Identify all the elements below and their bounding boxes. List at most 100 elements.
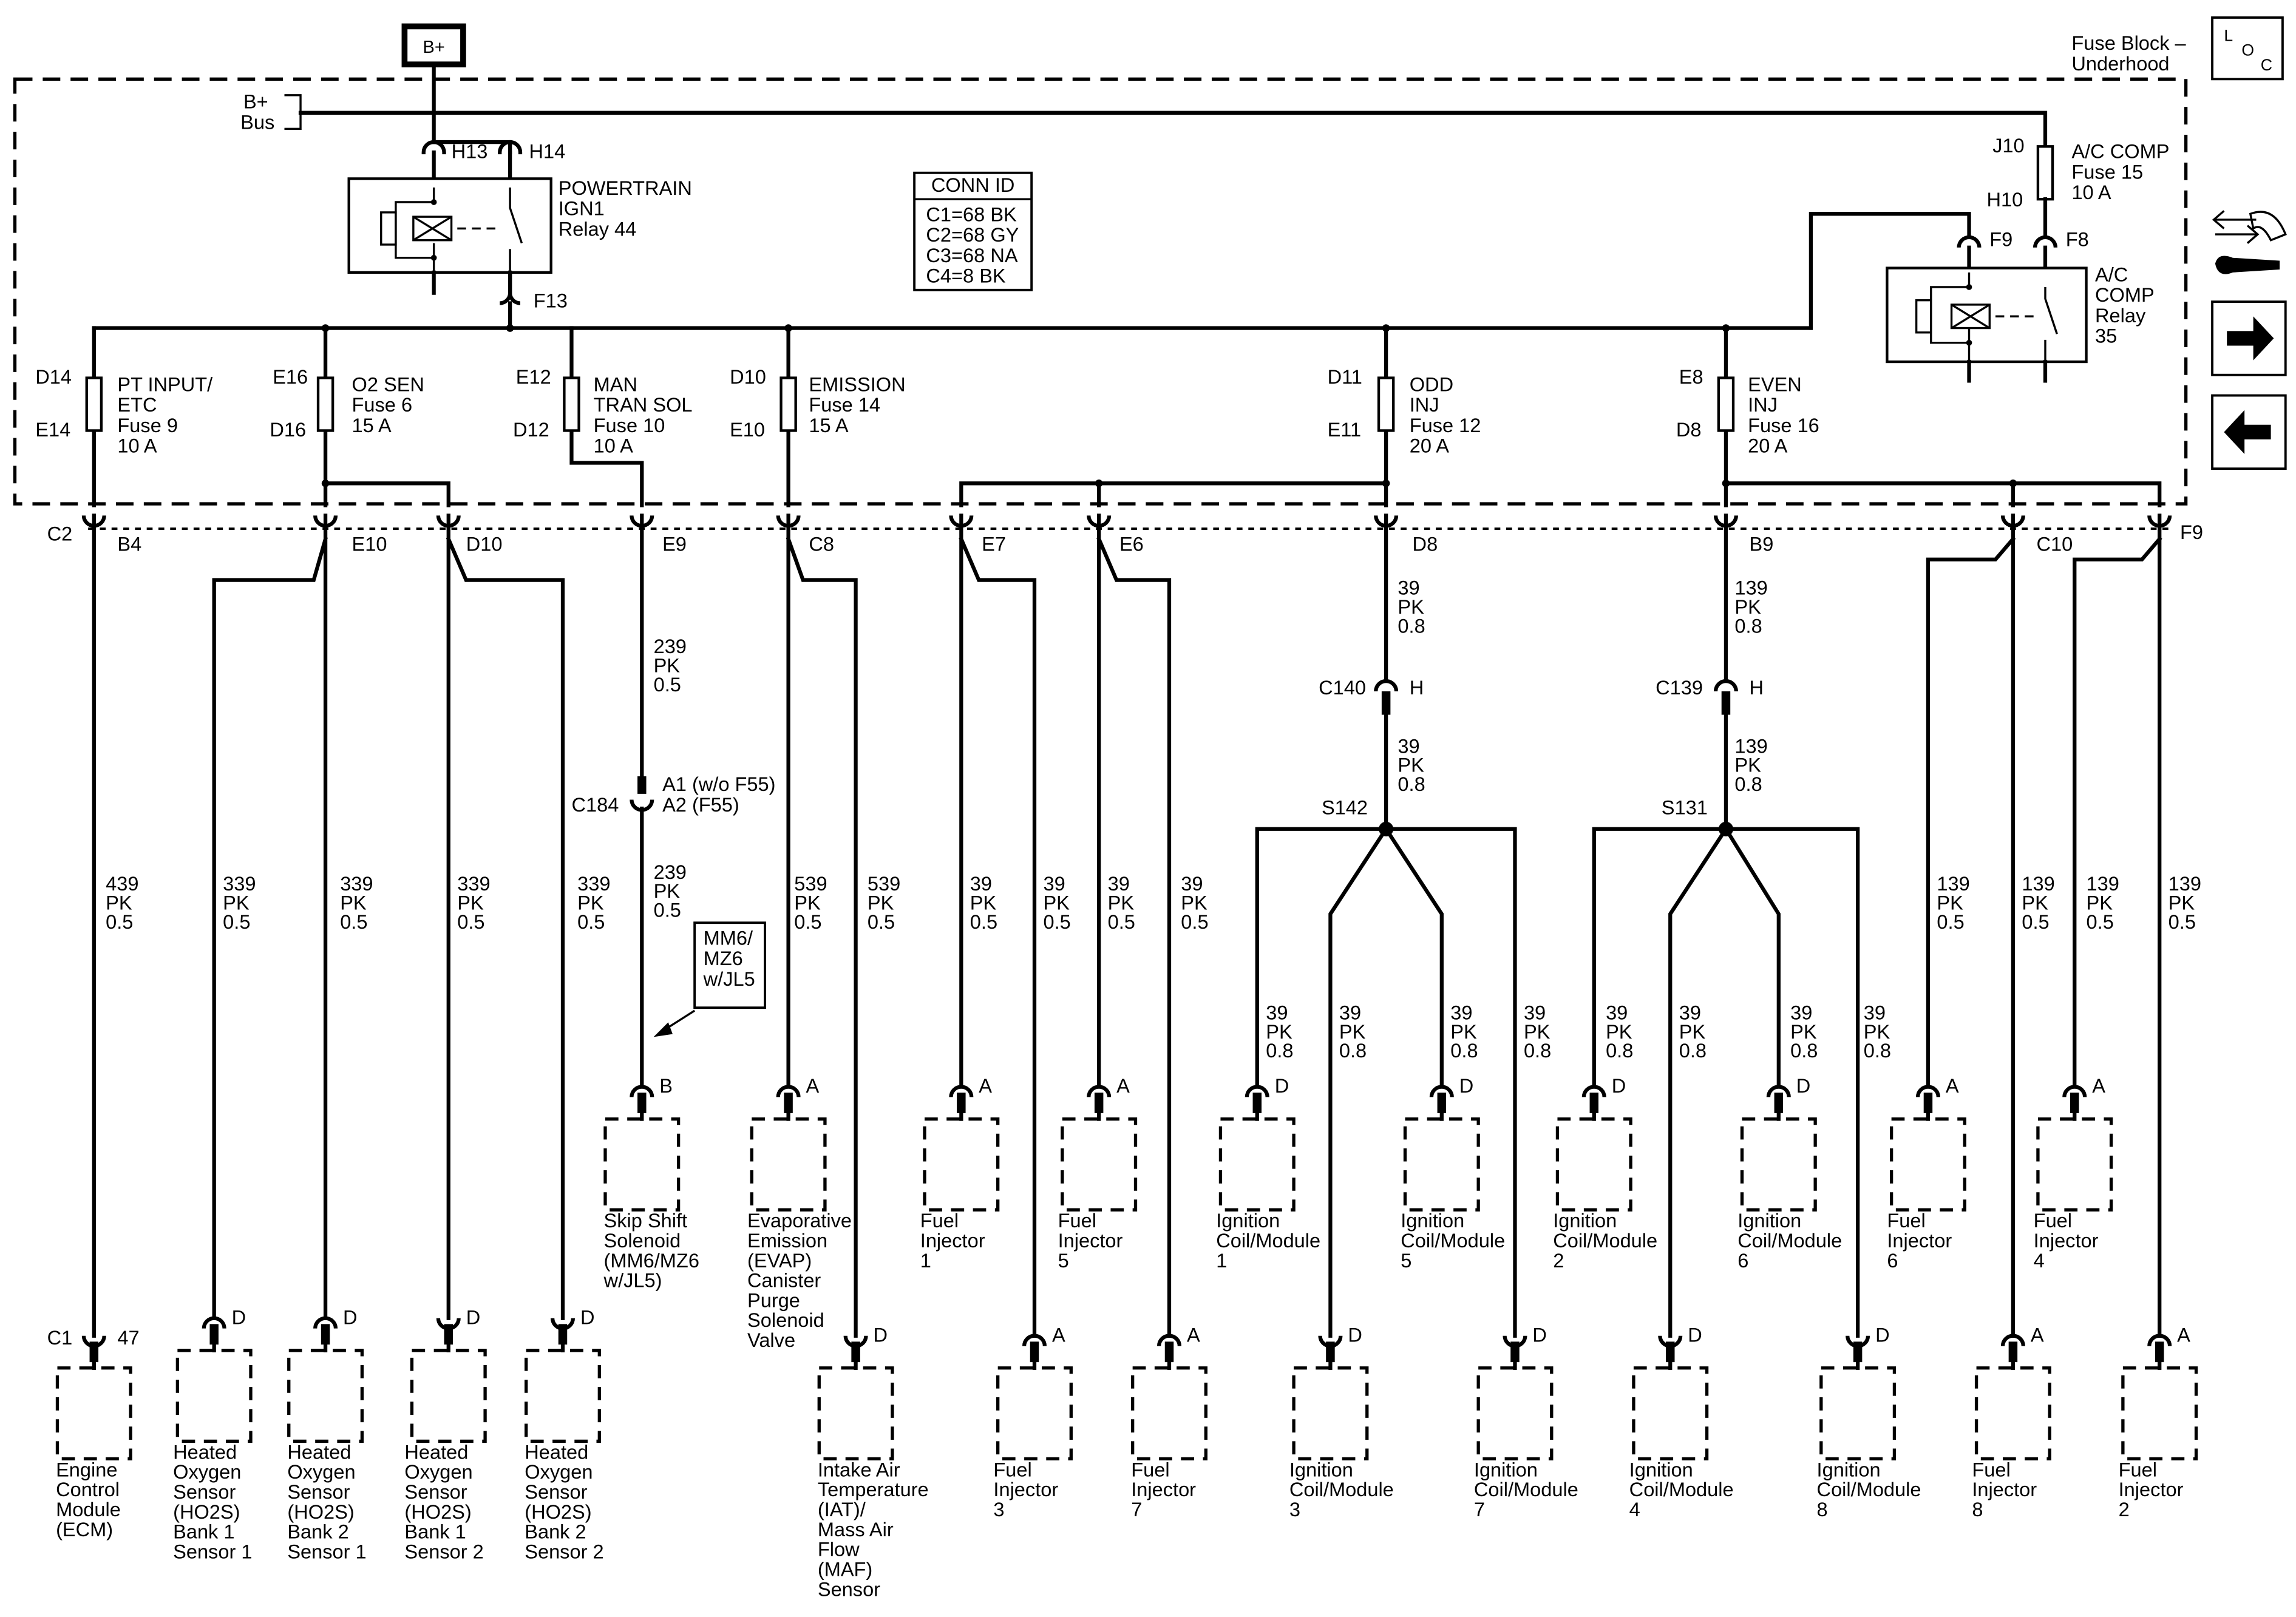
component-label-line: 7 xyxy=(1131,1499,1142,1520)
svg-text:EVEN: EVEN xyxy=(1748,373,1802,395)
wire-circuit: 39 xyxy=(1108,873,1130,895)
pin-letter: D xyxy=(1875,1324,1890,1346)
svg-text:35: 35 xyxy=(2095,325,2117,347)
previous-page-icon[interactable] xyxy=(2211,394,2287,470)
component-label-line: Solenoid xyxy=(604,1230,681,1252)
component-label-line: (HO2S) xyxy=(404,1501,471,1523)
component-label-line: Fuel xyxy=(2119,1459,2157,1480)
wire-color: PK xyxy=(1679,1021,1706,1043)
component-label-line: Coil/Module xyxy=(1474,1479,1578,1500)
component-label-line: Heated xyxy=(173,1441,237,1463)
next-page-icon[interactable] xyxy=(2211,300,2287,376)
svg-text:A1 (w/o F55): A1 (w/o F55) xyxy=(662,773,775,795)
pin-letter: B xyxy=(659,1075,673,1097)
svg-text:E6: E6 xyxy=(1119,533,1144,555)
svg-text:MM6/: MM6/ xyxy=(704,927,753,949)
component-label-line: Module xyxy=(56,1499,121,1520)
component-label-line: 7 xyxy=(1474,1499,1485,1520)
svg-text:E14: E14 xyxy=(35,419,70,441)
component-label-line: Injector xyxy=(2119,1479,2184,1500)
pin-letter: A xyxy=(1052,1324,1065,1346)
wire-size: 0.8 xyxy=(1524,1040,1551,1062)
svg-text:C139: C139 xyxy=(1656,677,1703,699)
component-label-line: 6 xyxy=(1737,1250,1748,1272)
component-label-line: Fuel xyxy=(920,1210,959,1232)
wire-size: 0.8 xyxy=(1398,773,1425,795)
component-label-line: Injector xyxy=(993,1479,1058,1500)
wire-size: 0.5 xyxy=(654,900,681,921)
svg-text:Fuse 15: Fuse 15 xyxy=(2071,161,2143,183)
svg-text:D11: D11 xyxy=(1328,366,1362,388)
wire-color: PK xyxy=(868,892,894,914)
b-plus-bus: B+ Bus xyxy=(240,63,2048,149)
svg-text:Fuse 10: Fuse 10 xyxy=(594,415,665,436)
component-label-line: 3 xyxy=(993,1499,1004,1520)
wire-circuit: 339 xyxy=(340,873,373,895)
wire-color: PK xyxy=(1266,1021,1292,1043)
wire-circuit: 139 xyxy=(2169,873,2201,895)
component-label-line: Evaporative xyxy=(747,1210,852,1232)
svg-text:E10: E10 xyxy=(730,419,765,441)
svg-text:D10: D10 xyxy=(730,366,766,388)
svg-text:Relay 44: Relay 44 xyxy=(559,219,637,240)
pin-letter: D xyxy=(1612,1075,1626,1097)
svg-text:F13: F13 xyxy=(534,290,568,312)
wire-size: 0.5 xyxy=(2087,911,2114,933)
svg-text:C2=68 GY: C2=68 GY xyxy=(926,224,1019,246)
svg-text:C3=68 NA: C3=68 NA xyxy=(926,245,1017,266)
wire-circuit: 339 xyxy=(457,873,490,895)
component-label-line: Emission xyxy=(747,1230,827,1252)
component-label-line: 5 xyxy=(1058,1250,1069,1272)
svg-text:C184: C184 xyxy=(571,794,619,816)
component-label-line: 4 xyxy=(1629,1499,1640,1520)
svg-text:10 A: 10 A xyxy=(117,435,157,457)
fuse-block-outline xyxy=(13,77,2188,506)
pin-letter: D xyxy=(1532,1324,1547,1346)
wire-color: PK xyxy=(106,892,132,914)
wire-circuit: 39 xyxy=(1266,1002,1288,1023)
pin-letter: A xyxy=(2092,1075,2105,1097)
svg-text:B9: B9 xyxy=(1750,533,1774,555)
component-label-line: Sensor 1 xyxy=(173,1541,252,1562)
svg-text:A/C: A/C xyxy=(2095,263,2128,285)
component-label-line: Purge xyxy=(747,1289,800,1311)
option-note-mm6: MM6/ MZ6 w/JL5 xyxy=(653,921,766,1037)
connector-views-icon[interactable] xyxy=(2212,210,2287,274)
location-button[interactable]: L O C xyxy=(2211,16,2284,81)
wire-size: 0.5 xyxy=(1108,911,1135,933)
svg-text:POWERTRAIN: POWERTRAIN xyxy=(559,177,692,199)
wire-color: PK xyxy=(654,655,681,677)
wire-color: PK xyxy=(1108,892,1135,914)
wire-circuit: 139 xyxy=(1734,577,1767,599)
wire-size: 0.8 xyxy=(1450,1040,1478,1062)
component-label-line: Sensor xyxy=(173,1481,236,1503)
fuse-odd-inj: D11 E11 ODD INJ Fuse 12 20 A xyxy=(959,326,1481,507)
wire-color: PK xyxy=(1339,1021,1366,1043)
pin-letter: D xyxy=(232,1306,246,1328)
svg-text:O2 SEN: O2 SEN xyxy=(352,373,424,395)
fuse-emission: D10 E10 EMISSION Fuse 14 15 A xyxy=(730,326,906,507)
component-label-line: Fuel xyxy=(1887,1210,1925,1232)
wire-circuit: 139 xyxy=(2022,873,2054,895)
wire-size: 0.5 xyxy=(577,911,605,933)
svg-text:E12: E12 xyxy=(516,366,551,388)
svg-text:Fuse Block –: Fuse Block – xyxy=(2071,32,2186,54)
svg-text:PT INPUT/: PT INPUT/ xyxy=(117,373,213,395)
wire-color: PK xyxy=(1043,892,1070,914)
svg-text:Fuse 12: Fuse 12 xyxy=(1410,415,1481,436)
component-label-line: Coil/Module xyxy=(1817,1479,1921,1500)
wire-color: PK xyxy=(577,892,604,914)
svg-text:A/C COMP: A/C COMP xyxy=(2071,141,2169,163)
